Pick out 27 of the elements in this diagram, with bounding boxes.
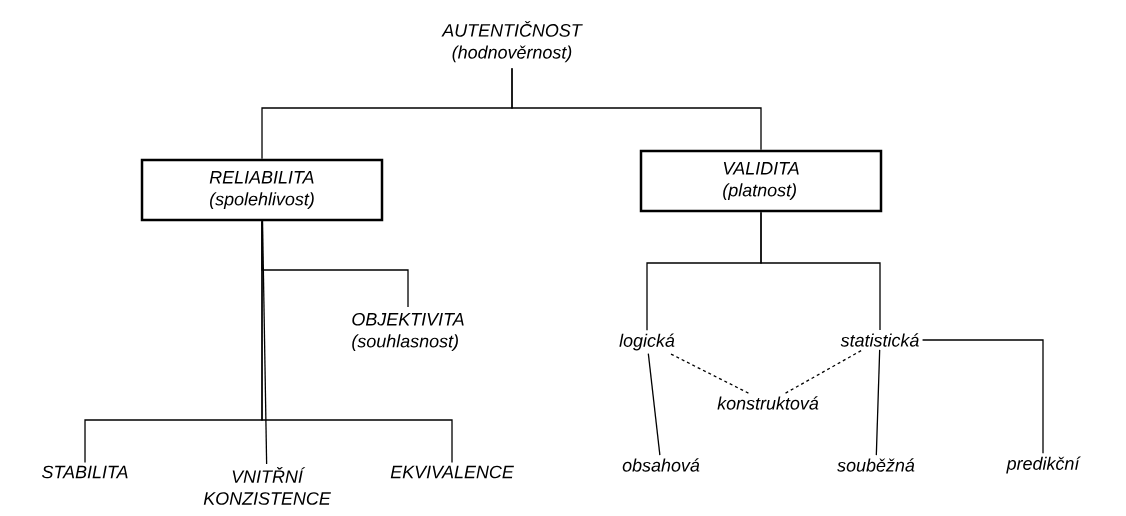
term-label: EKVIVALENCE <box>390 465 514 479</box>
synonym-label: (platnost) <box>723 183 796 201</box>
connector-line <box>647 353 661 456</box>
dashed-line <box>784 349 864 394</box>
term-label: predikční <box>1006 456 1081 474</box>
connector-line <box>511 67 762 151</box>
term-label: AUTENTIČNOST <box>441 20 583 37</box>
dashed-line <box>669 353 750 394</box>
term-label: OBJEKTIVITA <box>352 312 464 326</box>
synonym-label: (spolehlivost) <box>210 192 314 210</box>
concept-box <box>140 158 384 222</box>
term-label: konstruktová <box>717 396 819 410</box>
term-label: statistická <box>840 333 919 347</box>
term-label: VNITŘNÍ KONZISTENCE <box>203 467 331 505</box>
connector-line <box>261 220 453 464</box>
term-label: RELIABILITA <box>209 171 314 184</box>
term-label: STABILITA <box>42 465 128 479</box>
connector-line <box>875 349 881 456</box>
term-label: logická <box>619 333 675 351</box>
concept-box <box>639 149 883 213</box>
connector-line <box>921 339 1044 454</box>
term-label: obsahová <box>622 458 700 472</box>
synonym-label: (souhlasnost) <box>352 334 458 352</box>
connector-line <box>760 211 881 331</box>
synonym-label: (hodnověrnost) <box>452 45 572 63</box>
term-label: souběžná <box>837 458 915 472</box>
term-label: VALIDITA <box>723 162 799 175</box>
